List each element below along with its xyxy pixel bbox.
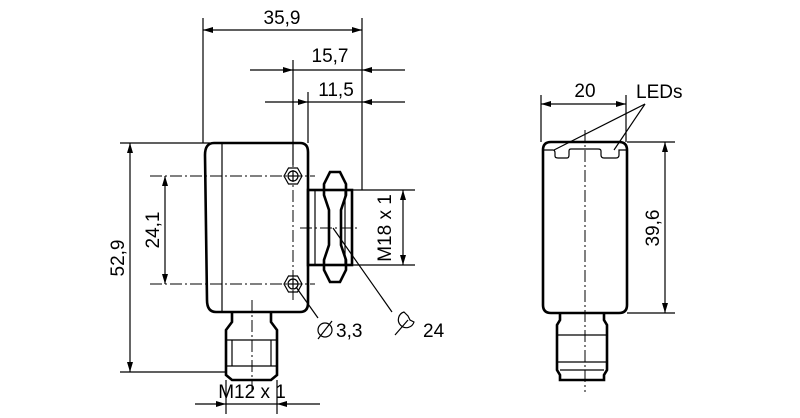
leds-label: LEDs bbox=[636, 82, 682, 103]
dim-body-height: 39,6 bbox=[643, 210, 664, 247]
dim-connector: M12 x 1 bbox=[218, 382, 286, 403]
front-view: 20 LEDs 39,6 bbox=[540, 81, 682, 392]
wrench-icon bbox=[394, 311, 415, 336]
dim-height: 52,9 bbox=[108, 240, 129, 277]
dim-rear-to-thread: 15,7 bbox=[312, 46, 349, 67]
dim-thread: M18 x 1 bbox=[375, 194, 396, 262]
dim-hole-spacing: 24,1 bbox=[143, 212, 164, 249]
dim-thread-length: 11,5 bbox=[318, 80, 354, 101]
dim-width: 20 bbox=[574, 81, 595, 102]
dim-wrench-size: 24 bbox=[423, 321, 445, 342]
dim-overall-depth: 35,9 bbox=[264, 8, 301, 29]
diameter-icon bbox=[317, 320, 333, 340]
side-view: 35,9 15,7 11,5 52,9 24,1 M18 x 1 3,3 24 … bbox=[108, 8, 445, 414]
dim-hole-diameter: 3,3 bbox=[336, 321, 362, 342]
